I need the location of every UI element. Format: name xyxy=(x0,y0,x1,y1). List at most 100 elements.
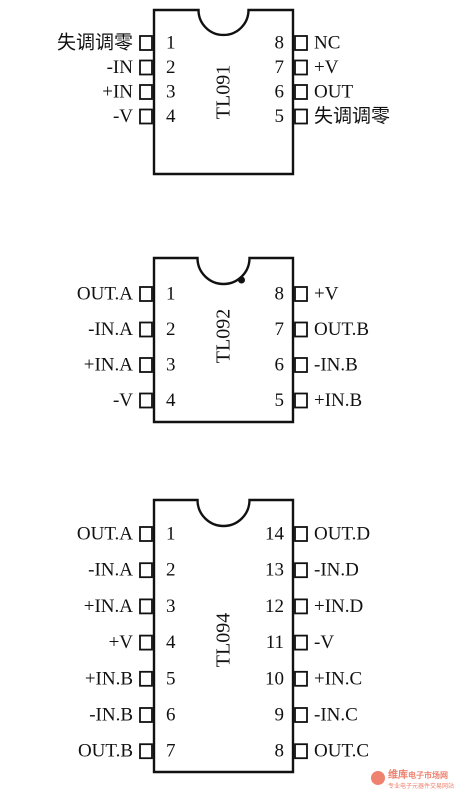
pin-label: -IN.B xyxy=(89,705,133,726)
pin-box xyxy=(294,35,308,51)
pin-number: 12 xyxy=(265,596,284,617)
pin-box xyxy=(294,526,308,542)
pin-box xyxy=(139,392,153,409)
pin-number: 6 xyxy=(275,82,285,103)
pin-box xyxy=(139,526,153,542)
pin-box xyxy=(294,321,308,338)
chip-body-outline xyxy=(152,256,295,424)
pin-label: +IN.A xyxy=(84,596,134,617)
pin-label: +IN.A xyxy=(84,355,134,376)
pin-label: +V xyxy=(109,632,134,653)
pin-box xyxy=(294,59,308,76)
pin-number: 1 xyxy=(166,284,176,305)
chip-body-outline xyxy=(152,8,295,176)
chip-name-label: TL094 xyxy=(213,613,235,667)
pin-number: 2 xyxy=(166,57,176,78)
chip-body-outline xyxy=(152,498,295,774)
pin-label: +V xyxy=(314,284,339,305)
watermark-text-block: 维库电子市场网 专业电子元器件交易网站 xyxy=(387,765,454,791)
pin-box xyxy=(139,59,153,76)
pin-label: -IN.B xyxy=(314,355,358,376)
pin-box xyxy=(139,321,153,338)
pin-number: 4 xyxy=(166,632,176,653)
pin-label: OUT.B xyxy=(314,319,369,340)
pin-number: 3 xyxy=(166,82,176,103)
pin-label: +IN xyxy=(102,82,133,103)
pin-box xyxy=(294,392,308,409)
pin-number: 3 xyxy=(166,355,176,376)
pin-number: 6 xyxy=(166,705,176,726)
pin-label: -V xyxy=(113,106,133,127)
pin-number: 2 xyxy=(166,319,176,340)
pin-number: 13 xyxy=(265,560,284,581)
pin-box xyxy=(294,598,308,615)
pin-box xyxy=(139,357,153,373)
pin-box xyxy=(294,634,308,651)
pin-label: -IN.A xyxy=(88,319,133,340)
pin-box xyxy=(294,357,308,373)
site-watermark: 维库电子市场网 专业电子元器件交易网站 xyxy=(370,765,454,791)
pin-label: -IN.A xyxy=(88,560,133,581)
pin-label: OUT.C xyxy=(314,741,369,762)
pin-number: 1 xyxy=(166,33,176,54)
chip-name-label: TL091 xyxy=(213,65,235,119)
pin-box xyxy=(139,598,153,615)
pin-box xyxy=(294,84,308,100)
pin-number: 6 xyxy=(275,355,285,376)
watermark-brand: 维库 xyxy=(387,770,408,781)
pin-number: 9 xyxy=(275,705,285,726)
pin-label: +V xyxy=(314,57,339,78)
pin-number: 10 xyxy=(265,668,284,689)
pin-label: -V xyxy=(113,390,133,411)
watermark-site: 电子市场网 xyxy=(407,771,448,780)
pin-label: +IN.C xyxy=(314,668,362,689)
pin-box xyxy=(294,108,308,125)
pin-box xyxy=(139,35,153,51)
pin-box xyxy=(139,562,153,579)
pin-box xyxy=(139,286,153,302)
pin-label: NC xyxy=(314,33,340,54)
pin-number: 7 xyxy=(275,319,285,340)
pin-number: 1 xyxy=(166,524,176,545)
pin-label: OUT.A xyxy=(77,524,133,545)
pin-box xyxy=(294,670,308,687)
pin-number: 8 xyxy=(275,284,285,305)
pin-box xyxy=(294,707,308,723)
pin-label: OUT.D xyxy=(314,524,370,545)
pin-box xyxy=(139,743,153,760)
pin-label: -V xyxy=(314,632,334,653)
pin-label: OUT.B xyxy=(78,741,133,762)
pin-number: 2 xyxy=(166,560,176,581)
pin-label: -IN.C xyxy=(314,705,358,726)
pin-number: 7 xyxy=(166,741,176,762)
pin-box xyxy=(139,84,153,100)
pin-label: -IN xyxy=(107,57,134,78)
pin-number: 11 xyxy=(266,632,284,653)
pin-number: 3 xyxy=(166,596,176,617)
pin-box xyxy=(139,108,153,125)
pin-label: -IN.D xyxy=(314,560,359,581)
pin-label: 失调调零 xyxy=(57,32,133,54)
chip-tl094: TL0941OUT.A2-IN.A3+IN.A4+V5+IN.B6-IN.B7O… xyxy=(77,498,370,774)
pin-label: OUT xyxy=(314,82,353,103)
pin-box xyxy=(294,743,308,760)
pin-number: 8 xyxy=(275,33,285,54)
pin-number: 4 xyxy=(166,106,176,127)
pin-box xyxy=(139,634,153,651)
pin-box xyxy=(294,286,308,302)
pin-number: 14 xyxy=(265,524,285,545)
pin-number: 4 xyxy=(166,390,176,411)
pin-label: 失调调零 xyxy=(314,105,390,127)
pin-number: 7 xyxy=(275,57,285,78)
pin-box xyxy=(139,670,153,687)
watermark-slogan: 专业电子元器件交易网站 xyxy=(387,783,454,790)
pin-label: +IN.B xyxy=(314,390,362,411)
pin-number: 8 xyxy=(275,741,285,762)
pin-label: +IN.B xyxy=(85,668,133,689)
pin-number: 5 xyxy=(275,390,285,411)
pin-box xyxy=(139,707,153,723)
